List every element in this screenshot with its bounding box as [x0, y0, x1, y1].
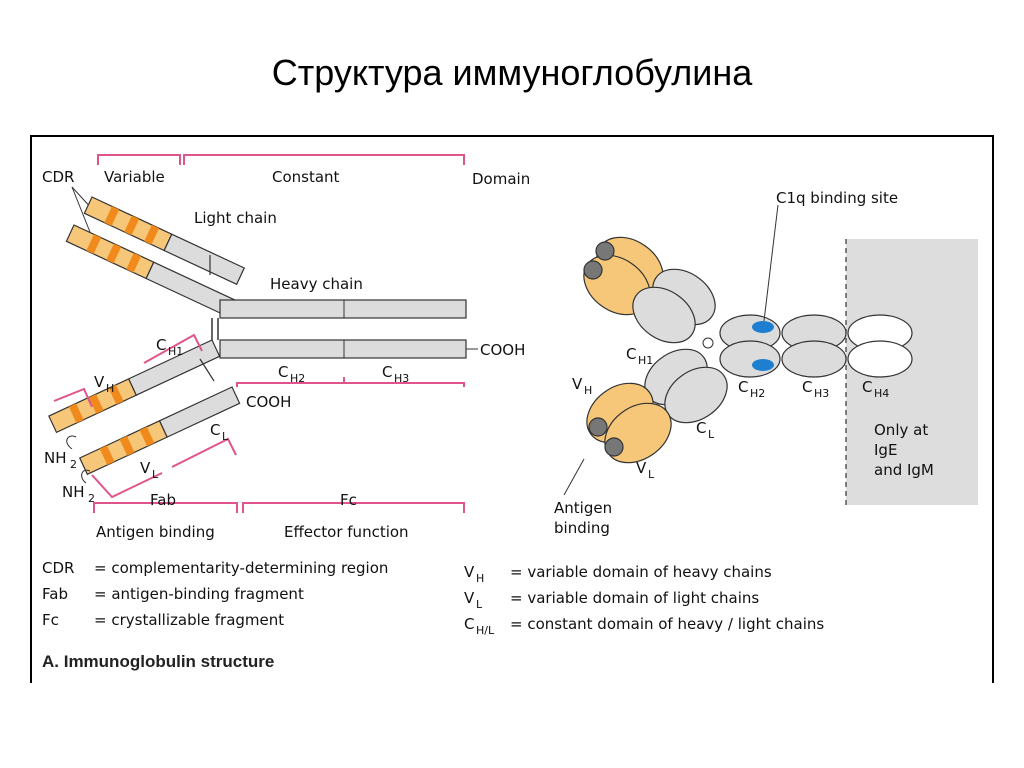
nh2-upper-hook: [66, 435, 77, 450]
constant-label: Constant: [272, 168, 340, 186]
right-vl-v: V: [636, 459, 647, 477]
light-cooh-label: COOH: [246, 393, 291, 411]
figure-caption: A. Immunoglobulin structure: [42, 652, 274, 671]
left-vh-sub: H: [106, 382, 114, 395]
left-ch3-c: C: [382, 363, 392, 381]
vh-bracket: [53, 387, 93, 408]
effector-function-label: Effector function: [284, 523, 409, 541]
legend-cdr-def: = complementarity-determining region: [94, 559, 388, 577]
legend-chl-c: C: [464, 615, 474, 633]
top-brackets: [97, 154, 465, 165]
lower-light-chain: [78, 386, 241, 476]
hinge: [702, 337, 714, 349]
legend-cdr-term: CDR: [42, 559, 74, 577]
right-cl-c: C: [696, 419, 706, 437]
cdr-label: CDR: [42, 168, 74, 186]
right-lower-fab: [586, 348, 728, 464]
right-ch2-c: C: [738, 378, 748, 396]
constant-bracket: [183, 154, 465, 165]
legend-vl-v: V: [464, 589, 475, 607]
legend-fc-term: Fc: [42, 611, 59, 629]
antigen-binding-label: Antigen binding: [96, 523, 215, 541]
left-vl-sub: L: [152, 468, 159, 481]
variable-bracket: [97, 154, 181, 165]
nh2-lower-hook: [81, 469, 91, 484]
left-ch3-sub: H3: [394, 372, 409, 385]
right-ch1-sub: H1: [638, 354, 653, 367]
c1q-site-lower: [752, 359, 774, 371]
and-igm-label: and IgM: [874, 461, 934, 479]
left-cl-c: C: [210, 421, 220, 439]
right-ch1-c: C: [626, 345, 636, 363]
legend-fc-def: = crystallizable fragment: [94, 611, 284, 629]
left-cl-sub: L: [222, 430, 229, 443]
lower-arm-brackets: [53, 333, 465, 513]
right-ch2-sub: H2: [750, 387, 765, 400]
nh2-lower-label: NH: [62, 483, 85, 501]
left-vl-v: V: [140, 459, 151, 477]
nh2-upper-label: NH: [44, 449, 67, 467]
right-ch4-sub: H4: [874, 387, 889, 400]
cl-bracket: [171, 437, 237, 468]
left-ch2-c: C: [278, 363, 288, 381]
fc-heavy-chains: [211, 299, 467, 359]
c1q-site-upper: [752, 321, 774, 333]
fc-label: Fc: [340, 491, 357, 509]
upper-heavy-chain-arm: [65, 224, 238, 319]
right-upper-fab: [583, 236, 716, 344]
immunoglobulin-figure: CDR Variable Constant Domain Light chain…: [30, 135, 994, 683]
left-ch1-sub: H1: [168, 345, 183, 358]
nh2-upper-sub: 2: [70, 458, 77, 471]
c1q-pointer: [763, 204, 779, 322]
legend: CDR = complementarity-determining region…: [42, 559, 824, 637]
figure-canvas: CDR Variable Constant Domain Light chain…: [42, 154, 978, 671]
right-binding-label: binding: [554, 519, 610, 537]
right-ch3-sub: H3: [814, 387, 829, 400]
legend-fab-term: Fab: [42, 585, 68, 603]
legend-chl-def: = constant domain of heavy / light chain…: [510, 615, 824, 633]
vl-bracket: [91, 472, 163, 499]
legend-vh-def: = variable domain of heavy chains: [510, 563, 772, 581]
c1q-label: C1q binding site: [776, 189, 898, 207]
lower-heavy-chain-arm: [48, 339, 221, 434]
legend-vh-v: V: [464, 563, 475, 581]
fab-label: Fab: [150, 491, 176, 509]
right-ch4-c: C: [862, 378, 872, 396]
legend-vh-sub: H: [476, 572, 484, 585]
light-chain-label: Light chain: [194, 209, 277, 227]
heavy-chain-label: Heavy chain: [270, 275, 363, 293]
upper-light-chain: [83, 196, 246, 286]
ch-bottom-bracket: [236, 382, 465, 387]
heavy-cooh-label: COOH: [480, 341, 525, 359]
nh2-lower-sub: 2: [88, 492, 95, 505]
right-vh-sub: H: [584, 384, 592, 397]
legend-vl-def: = variable domain of light chains: [510, 589, 759, 607]
right-vl-sub: L: [648, 468, 655, 481]
ch1-bracket: [143, 333, 203, 364]
legend-vl-sub: L: [476, 598, 483, 611]
right-ch3-c: C: [802, 378, 812, 396]
domain-label: Domain: [472, 170, 530, 188]
left-ch2-sub: H2: [290, 372, 305, 385]
antigen-pointer: [563, 458, 585, 496]
fab-bracket: [93, 502, 238, 513]
right-fc: [719, 314, 913, 378]
legend-fab-def: = antigen-binding fragment: [94, 585, 304, 603]
left-vh-v: V: [94, 373, 105, 391]
right-antigen-label: Antigen: [554, 499, 612, 517]
only-at-label: Only at: [874, 421, 928, 439]
left-ch1-c: C: [156, 336, 166, 354]
lower-disulfide: [199, 358, 215, 382]
variable-label: Variable: [104, 168, 165, 186]
right-vh-v: V: [572, 375, 583, 393]
right-cl-sub: L: [708, 428, 715, 441]
slide-title: Структура иммуноглобулина: [271, 52, 753, 93]
ige-label: IgE: [874, 441, 897, 459]
legend-chl-sub: H/L: [476, 624, 495, 637]
